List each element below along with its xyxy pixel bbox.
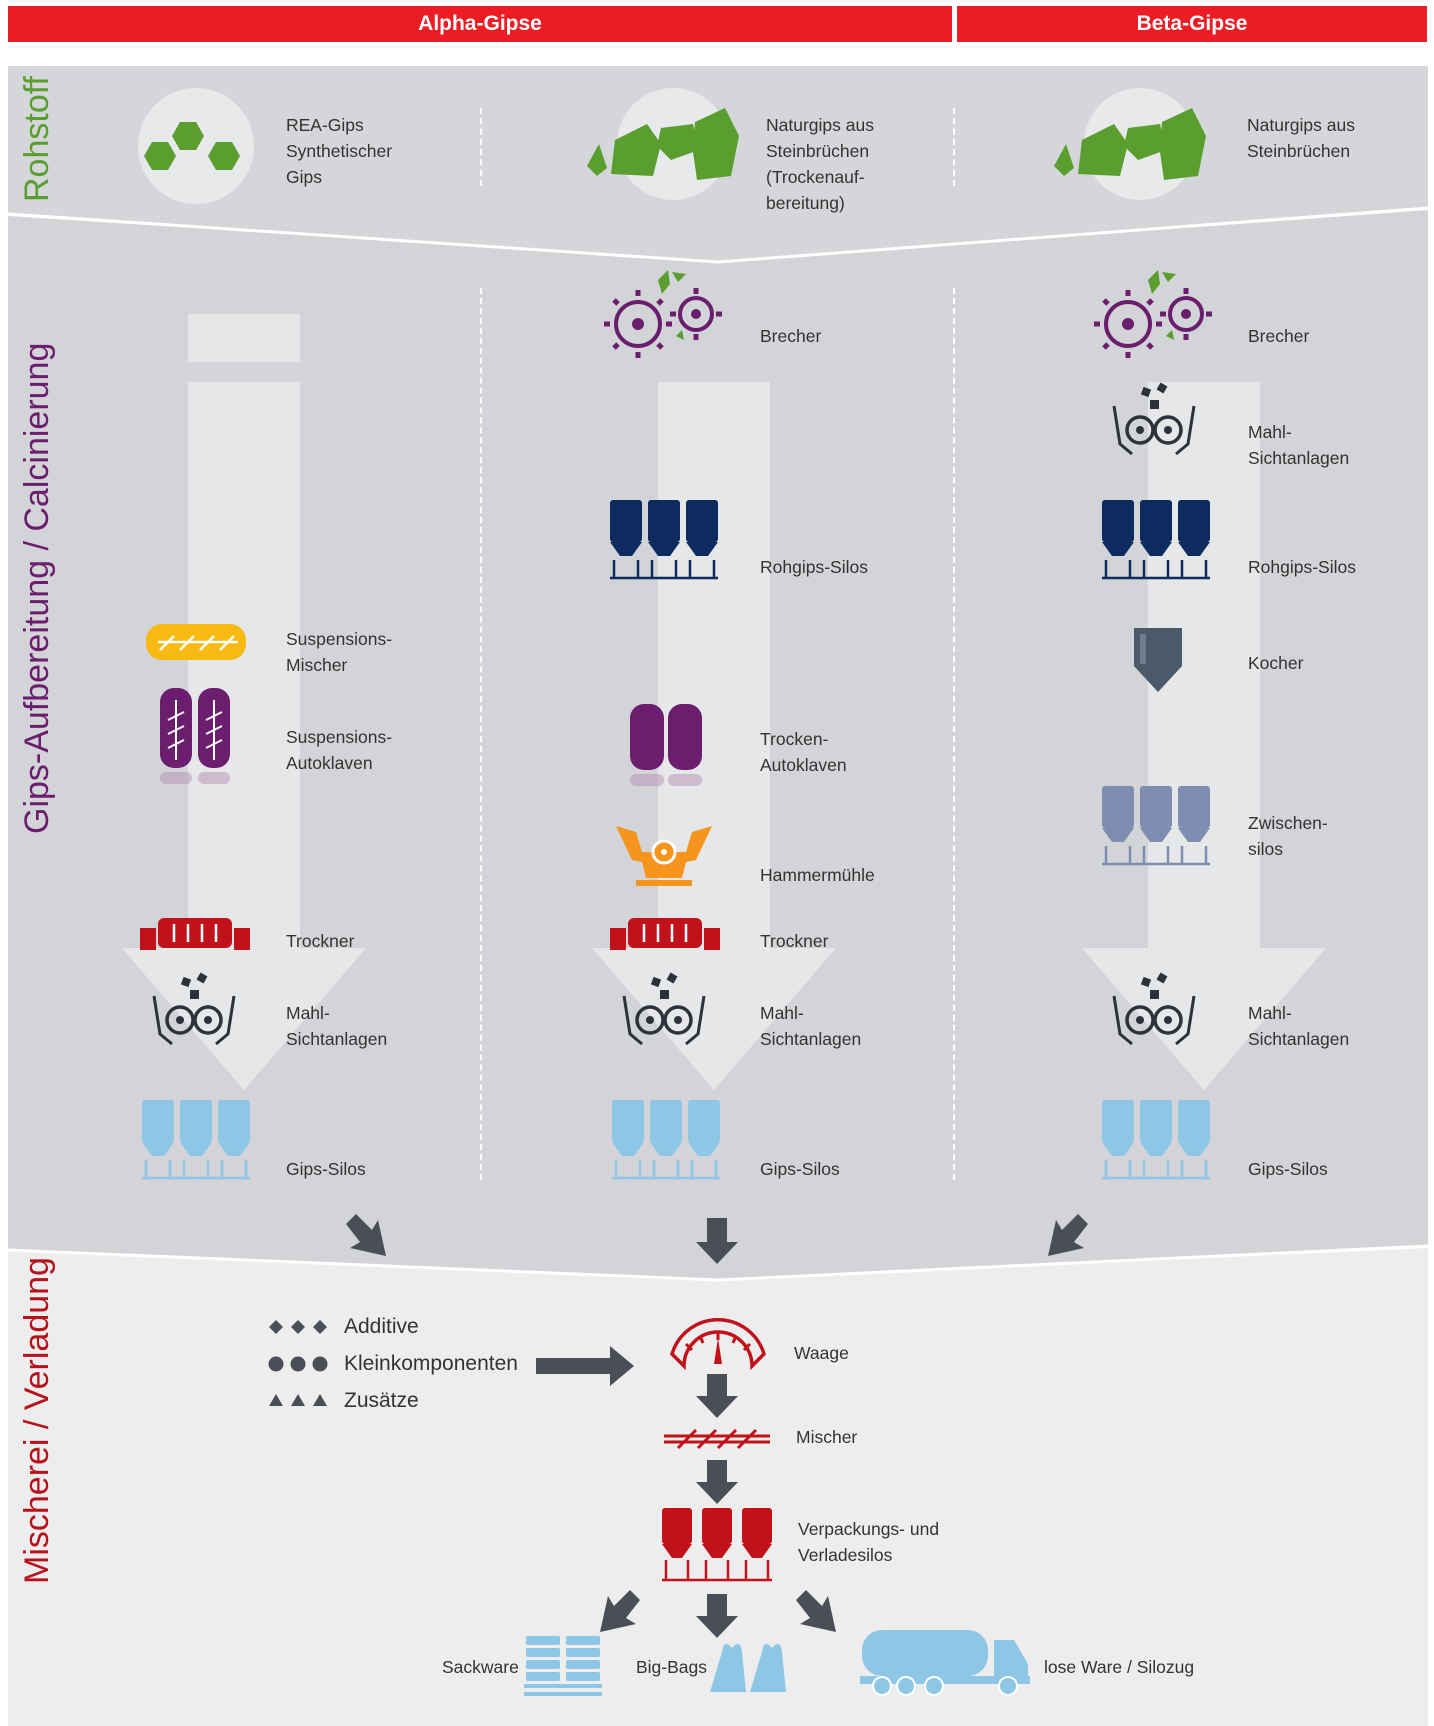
diamond-icon [313,1320,327,1334]
arrow-down-icon [696,1218,738,1264]
col2-crusher-label: Brecher [760,326,822,346]
dryer-icon [140,918,250,950]
dryer-icon-2 [610,918,720,950]
gips-silos-icon-beta [1102,1100,1210,1180]
loading-silos-icon [662,1508,772,1558]
divider [480,108,482,186]
bigbag-label: Big-Bags [636,1657,708,1677]
arrow-down-left-icon [600,1590,640,1632]
col3-crusher-label: Brecher [1248,326,1310,346]
dot-icon [290,1356,306,1372]
col2-hammer-label: Hammermühle [760,865,875,885]
col1-silo-label: Gips-Silos [286,1159,366,1179]
sack-label: Sackware [442,1657,519,1677]
col1-suspmix-label: Suspensions- Mischer [286,629,393,675]
gips-silos-icon-2 [612,1100,720,1180]
diamond-icon [269,1320,283,1334]
crusher-icon [604,270,722,358]
mill-classifier-icon [152,972,236,1046]
kocher-icon [1134,628,1182,692]
divider [480,288,482,1180]
pallet-icon [524,1636,602,1696]
divider [953,288,955,1180]
rohgips-silos-icon [610,500,718,580]
big-bag-icon [710,1643,786,1692]
col2-rawsilo-label: Rohgips-Silos [760,557,868,577]
component-shapes [268,1320,328,1406]
col2-raw-label: Naturgips aus Steinbrüchen (Trockenauf- … [766,115,874,213]
col2-dryer-label: Trockner [760,931,829,951]
col1-suspauto-label: Suspensions- Autoklaven [286,727,393,773]
suspension-autoclave-icon [160,688,230,784]
mill-classifier-icon-beta-2 [1112,972,1196,1046]
col3-rawsilo-label: Rohgips-Silos [1248,557,1356,577]
verpack-label: Verpackungs- und Verladesilos [798,1519,940,1565]
waage-label: Waage [794,1343,849,1363]
rohgips-silos-icon-beta [1102,500,1210,580]
arrow-right-icon [536,1346,634,1386]
arrow-down-left-icon [1048,1214,1088,1256]
hammer-mill-icon [616,826,712,886]
klein-label: Kleinkomponenten [344,1352,518,1375]
crusher-icon-beta [1094,270,1212,358]
col3-mill2-label: Mahl- Sichtanlagen [1248,1003,1350,1049]
zwischensilos-icon [1102,786,1210,866]
naturgips-icon-beta [1054,88,1206,200]
col3-silo-label: Gips-Silos [1248,1159,1328,1179]
mill-classifier-icon-2 [622,972,706,1046]
gips-silos-icon [142,1100,250,1180]
triangle-icon [269,1394,283,1406]
rea-gips-icon [138,88,254,204]
suspension-mixer-icon [146,624,246,660]
col2-silo-label: Gips-Silos [760,1159,840,1179]
col3-zwischen-label: Zwischen- silos [1248,813,1328,859]
lose-label: lose Ware / Silozug [1044,1657,1195,1677]
triangle-icon [291,1394,305,1406]
arrow-down-icon [696,1374,738,1418]
naturgips-icon-alpha [587,88,739,200]
diamond-icon [291,1320,305,1334]
arrow-down-right-icon [346,1214,386,1256]
col1-dryer-label: Trockner [286,931,355,951]
col3-mill1-label: Mahl- Sichtanlagen [1248,422,1350,468]
divider [953,108,955,186]
header-beta: Beta-Gipse [957,6,1427,42]
header-alpha: Alpha-Gipse [8,6,952,42]
dot-icon [268,1356,284,1372]
col3-kocher-label: Kocher [1248,653,1304,673]
mischer-label: Mischer [796,1427,858,1447]
arrow-down-icon [696,1460,738,1504]
col3-raw-label: Naturgips aus Steinbrüchen [1247,115,1355,161]
silo-truck-icon [860,1630,1030,1696]
scale-icon [670,1317,766,1371]
col1-mill-label: Mahl- Sichtanlagen [286,1003,388,1049]
arrow-down-icon [696,1594,738,1638]
zusatz-label: Zusätze [344,1389,419,1412]
col2-dryauto-label: Trocken- Autoklaven [760,729,847,775]
dry-autoclave-icon [630,704,702,786]
mill-classifier-icon-beta-1 [1112,382,1196,456]
mixer-icon [664,1428,770,1450]
triangle-icon [313,1394,327,1406]
dot-icon [312,1356,328,1372]
arrow-down-right-icon [796,1590,836,1632]
col2-mill-label: Mahl- Sichtanlagen [760,1003,862,1049]
col1-raw-label: REA-Gips Synthetischer Gips [286,115,393,187]
additive-label: Additive [344,1315,419,1338]
